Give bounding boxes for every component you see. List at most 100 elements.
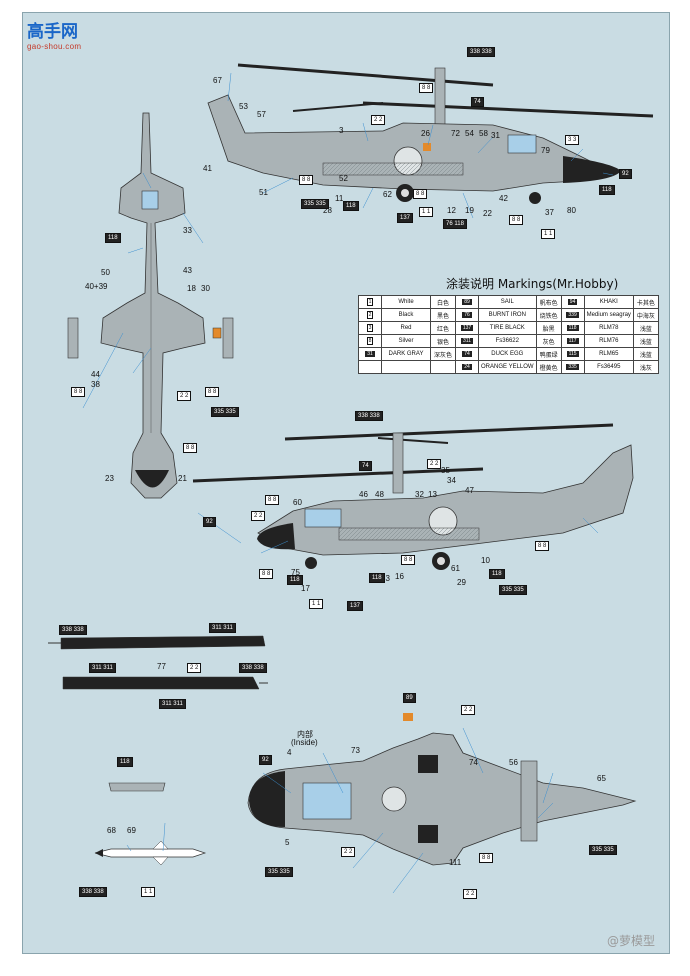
callout-5: 5 xyxy=(285,838,290,847)
paint-name-en: RLM78 xyxy=(583,321,634,335)
tag-8-8-h: 8 8 xyxy=(265,495,280,505)
missile-part xyxy=(94,840,207,866)
tag-8-8-g: 8 8 xyxy=(183,443,198,453)
callout-75: 75 xyxy=(291,568,300,577)
callout-51: 51 xyxy=(259,188,268,197)
paint-name-zh xyxy=(430,360,456,374)
callout-18: 18 xyxy=(187,284,196,293)
paint-name-zh: 鸭蛋绿 xyxy=(535,347,562,361)
callout-41: 41 xyxy=(203,164,212,173)
tag-8-8-f: 8 8 xyxy=(205,387,220,397)
paint-name-en: DUCK EGG xyxy=(478,347,537,361)
paint-name-en: Fs36495 xyxy=(583,360,634,374)
tag-311-311-c: 311 311 xyxy=(159,699,186,709)
tag-3-3: 3 3 xyxy=(565,135,580,145)
small-part xyxy=(108,782,166,792)
paint-name-zh: 深灰色 xyxy=(430,347,456,361)
markings-title: 涂装说明 Markings(Mr.Hobby) xyxy=(446,277,619,291)
tag-2-2-f: 2 2 xyxy=(461,705,476,715)
callout-numbers: 67 53 57 41 3 51 26 72 54 58 31 79 80 37… xyxy=(85,76,606,867)
callout-31: 31 xyxy=(491,131,500,140)
paint-name-zh: 中海灰 xyxy=(632,308,659,322)
tag-338-338: 338 338 xyxy=(467,47,495,57)
tag-8-8-e: 8 8 xyxy=(71,387,86,397)
callout-68: 68 xyxy=(107,826,116,835)
callout-32: 32 xyxy=(415,490,424,499)
watermark: @萝模型 xyxy=(606,934,655,948)
swatch-number-text: 339 xyxy=(566,312,579,318)
callout-16: 16 xyxy=(395,572,404,581)
swatch-number-text: 94 xyxy=(567,299,578,305)
swatch-number: 115 xyxy=(560,347,585,361)
paint-name-en: BURNT IRON xyxy=(478,308,537,322)
callout-22: 22 xyxy=(483,209,492,218)
tag-118: 118 xyxy=(599,185,615,195)
swatch-number-text: 24 xyxy=(462,364,472,370)
callout-13: 13 xyxy=(428,490,437,499)
paint-name-en: TIRE BLACK xyxy=(478,321,537,335)
tag-74: 74 xyxy=(471,97,484,107)
callout-72: 72 xyxy=(451,129,460,138)
swatch-number: 24 xyxy=(455,360,479,374)
callout-50: 50 xyxy=(101,268,110,277)
swatch-number: 311 xyxy=(455,334,479,348)
tag-2-2-h: 2 2 xyxy=(463,889,478,899)
tag-8-8-l: 8 8 xyxy=(479,853,494,863)
painting-diagrams: 67 53 57 41 3 51 26 72 54 58 31 79 80 37… xyxy=(48,63,654,894)
callout-62: 62 xyxy=(383,190,392,199)
tag-118-d: 118 xyxy=(287,575,303,585)
tag-335-335-e: 335 335 xyxy=(265,867,293,877)
paint-name-zh: 橙黄色 xyxy=(535,360,562,374)
tag-338-338-e: 338 338 xyxy=(79,887,107,897)
swatch-number: 1 xyxy=(358,295,382,309)
swatch-number: 118 xyxy=(560,321,585,335)
inside-label-en: (Inside) xyxy=(291,738,318,747)
paint-name-zh: 浅蓝 xyxy=(632,321,659,335)
swatch-number-text: 335 xyxy=(566,364,579,370)
paint-name-zh: 白色 xyxy=(430,295,456,309)
tag-118-b: 118 xyxy=(343,201,359,211)
callout-17: 17 xyxy=(301,584,310,593)
callout-4: 4 xyxy=(287,748,292,757)
swatch-number-text: 137 xyxy=(460,325,474,331)
tag-118-f: 118 xyxy=(489,569,505,579)
swatch-number-text: 1 xyxy=(366,298,374,306)
callout-74: 74 xyxy=(469,758,478,767)
tag-89: 89 xyxy=(403,693,416,703)
tag-8-8-j: 8 8 xyxy=(401,555,416,565)
callout-46: 46 xyxy=(359,490,368,499)
callout-11: 11 xyxy=(335,194,344,203)
paint-name-en: RLM76 xyxy=(583,334,634,348)
paint-name-zh: 帆布色 xyxy=(535,295,562,309)
swatch-number: 2 xyxy=(358,308,382,322)
callout-73: 73 xyxy=(351,746,360,755)
top-view-helicopter xyxy=(67,112,234,499)
callout-19: 19 xyxy=(465,206,474,215)
swatch-number-text: 89 xyxy=(462,299,472,305)
inside-label-zh: 内部 xyxy=(297,729,313,739)
rotor-blades xyxy=(48,635,268,690)
callout-57: 57 xyxy=(257,110,266,119)
paint-name-en: Silver xyxy=(381,334,431,348)
paint-name-zh: 灰色 xyxy=(535,334,562,348)
callout-77: 77 xyxy=(157,662,166,671)
side-view-helicopter-1 xyxy=(207,63,654,204)
tag-8-8-b: 8 8 xyxy=(299,175,314,185)
paint-name-zh: 浅蓝 xyxy=(632,334,659,348)
swatch-number-text: 118 xyxy=(566,325,579,331)
paint-name-zh: 银色 xyxy=(430,334,456,348)
tag-8-8-i: 8 8 xyxy=(535,541,550,551)
tag-335-335: 335 335 xyxy=(301,199,329,209)
paint-name-en: RLM65 xyxy=(583,347,634,361)
tag-1-1-c: 1 1 xyxy=(309,599,324,609)
swatch-number xyxy=(358,360,382,374)
paint-name-zh: 卡其色 xyxy=(632,295,659,309)
tag-2-2-g: 2 2 xyxy=(341,847,356,857)
tag-118-g: 118 xyxy=(117,757,133,767)
callout-79: 79 xyxy=(541,146,550,155)
